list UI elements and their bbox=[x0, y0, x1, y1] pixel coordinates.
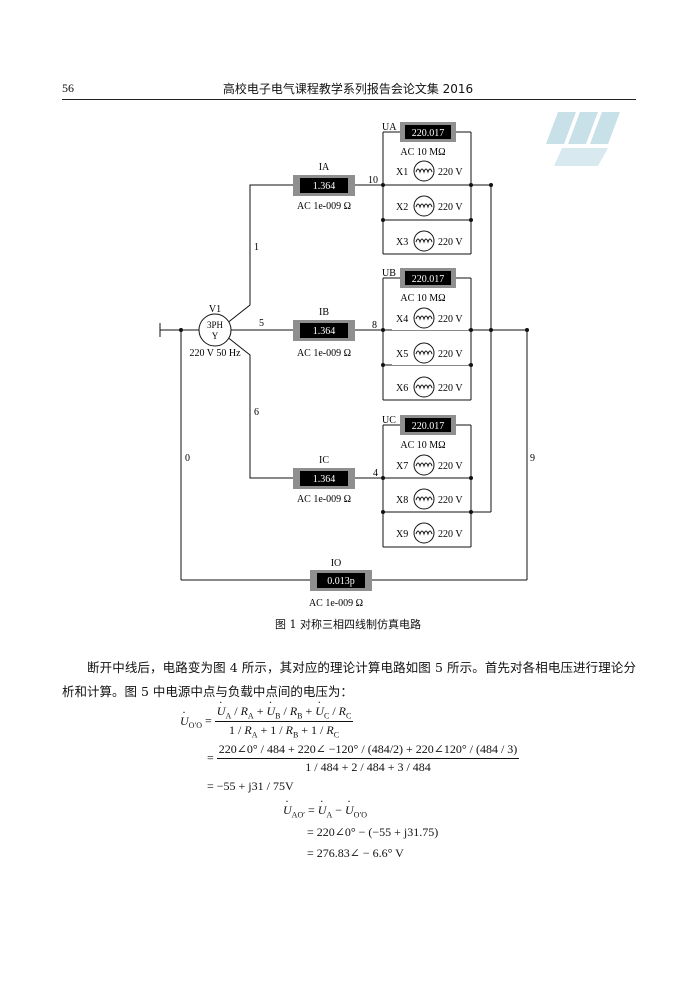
denominator: 1 / 484 + 2 / 484 + 3 / 484 bbox=[305, 760, 431, 774]
ammeter-reading: 0.013p bbox=[327, 576, 355, 587]
ammeter-spec: AC 1e-009 Ω bbox=[309, 598, 363, 609]
voltmeter-label: UA bbox=[382, 122, 397, 133]
ammeter-spec: AC 1e-009 Ω bbox=[297, 201, 351, 212]
lamp-rating: 220 V bbox=[438, 383, 463, 394]
lamp-filament-icon bbox=[415, 350, 433, 356]
numerator: 220∠0° / 484 + 220∠ −120° / (484/2) + 22… bbox=[216, 742, 520, 759]
lamp-name: X1 bbox=[396, 167, 408, 178]
ammeter-label: IO bbox=[331, 558, 342, 569]
ammeter-spec: AC 1e-009 Ω bbox=[297, 494, 351, 505]
page-number: 56 bbox=[62, 81, 74, 95]
lamp-x4: X4 220 V bbox=[392, 306, 468, 330]
source-symbol-3ph: 3PH bbox=[207, 320, 224, 330]
lamp-x1: X1 220 V bbox=[392, 159, 468, 183]
ammeter-reading: 1.364 bbox=[313, 326, 336, 337]
ammeter-ia: 1.364 IA AC 1e-009 Ω bbox=[293, 162, 355, 212]
source-rating: 220 V 50 Hz bbox=[189, 348, 241, 359]
lamp-name: X2 bbox=[396, 202, 408, 213]
lamp-name: X5 bbox=[396, 349, 408, 360]
lamp-x5: X5 220 V bbox=[392, 341, 468, 365]
equation-u-ao: UAO′ = UA − UO′O bbox=[283, 803, 367, 819]
lamp-rating: 220 V bbox=[438, 529, 463, 540]
node-label: 5 bbox=[259, 318, 264, 329]
equation-result-1: = −55 + j31 / 75V bbox=[207, 779, 294, 793]
ammeter-label: IC bbox=[319, 455, 329, 466]
voltmeter-label: UB bbox=[382, 268, 396, 279]
voltmeter-reading: 220.017 bbox=[412, 274, 445, 285]
lamp-filament-icon bbox=[415, 315, 433, 321]
ammeter-reading: 1.364 bbox=[313, 181, 336, 192]
equation-u-oo: UO′O = UA / RA + UB / RB + UC / RC1 / RA… bbox=[180, 704, 354, 740]
lamp-x3: X3 220 V bbox=[392, 229, 468, 253]
lamp-rating: 220 V bbox=[438, 495, 463, 506]
lamp-filament-icon bbox=[415, 168, 433, 174]
lamp-name: X3 bbox=[396, 237, 408, 248]
ammeter-ib: 1.364 IB AC 1e-009 Ω bbox=[293, 307, 355, 359]
source-name: V1 bbox=[209, 304, 221, 315]
ammeter-reading: 1.364 bbox=[313, 474, 336, 485]
lamp-rating: 220 V bbox=[438, 202, 463, 213]
node-label: 4 bbox=[373, 468, 378, 479]
voltmeter-label: UC bbox=[382, 415, 396, 426]
lamp-x2: X2 220 V bbox=[392, 194, 468, 218]
lamp-name: X8 bbox=[396, 495, 408, 506]
header-rule bbox=[62, 99, 636, 100]
lamp-x8: X8 220 V bbox=[392, 487, 468, 511]
body-paragraph: 断开中线后，电路变为图 4 所示，其对应的理论计算电路如图 5 所示。首先对各相… bbox=[62, 660, 636, 699]
ammeter-spec: AC 1e-009 Ω bbox=[297, 348, 351, 359]
lamp-rating: 220 V bbox=[438, 167, 463, 178]
subscript: AO′ bbox=[291, 810, 305, 820]
running-header-title: 高校电子电气课程教学系列报告会论文集 2016 bbox=[222, 82, 474, 96]
lamp-name: X4 bbox=[396, 314, 408, 325]
node-label: 6 bbox=[254, 407, 259, 418]
lamp-x7: X7 220 V bbox=[392, 453, 468, 477]
figure-caption: 图 1 对称三相四线制仿真电路 bbox=[275, 618, 421, 631]
equation-step: = 220∠0° − (−55 + j31.75) bbox=[307, 825, 439, 839]
ammeter-label: IB bbox=[319, 307, 329, 318]
forum-watermark-logo bbox=[546, 112, 620, 166]
voltmeter-spec: AC 10 MΩ bbox=[400, 147, 445, 158]
voltmeter-ub: 220.017 UB AC 10 MΩ bbox=[382, 268, 456, 304]
voltmeter-spec: AC 10 MΩ bbox=[400, 440, 445, 451]
equation-numeric-substitution: = 220∠0° / 484 + 220∠ −120° / (484/2) + … bbox=[207, 742, 520, 774]
node-label: 0 bbox=[185, 453, 190, 464]
lamp-x6: X6 220 V bbox=[392, 375, 468, 399]
lamp-filament-icon bbox=[415, 530, 433, 536]
lamp-filament-icon bbox=[415, 203, 433, 209]
lamp-filament-icon bbox=[415, 384, 433, 390]
lamp-filament-icon bbox=[415, 462, 433, 468]
lamp-rating: 220 V bbox=[438, 349, 463, 360]
voltmeter-ua: 220.017 UA AC 10 MΩ bbox=[382, 122, 456, 158]
ammeter-io: 0.013p IO AC 1e-009 Ω bbox=[309, 558, 372, 609]
node-label: 10 bbox=[368, 175, 378, 186]
subscript: O′O bbox=[188, 721, 202, 731]
lamp-filament-icon bbox=[415, 496, 433, 502]
lamp-x9: X9 220 V bbox=[392, 521, 468, 545]
voltmeter-reading: 220.017 bbox=[412, 421, 445, 432]
node-label: 8 bbox=[372, 320, 377, 331]
lamp-name: X9 bbox=[396, 529, 408, 540]
lamp-name: X6 bbox=[396, 383, 408, 394]
three-phase-source-symbol bbox=[198, 313, 232, 347]
ammeter-label: IA bbox=[319, 162, 330, 173]
node-label: 1 bbox=[254, 242, 259, 253]
source-symbol-y: Y bbox=[212, 331, 219, 341]
node-label: 9 bbox=[530, 453, 535, 464]
voltmeter-spec: AC 10 MΩ bbox=[400, 293, 445, 304]
circuit-diagram: 3PH Y V1 220 V 50 Hz 1 5 6 0 10 8 4 9 1.… bbox=[159, 122, 535, 609]
lamp-name: X7 bbox=[396, 461, 408, 472]
voltmeter-uc: 220.017 UC AC 10 MΩ bbox=[382, 415, 456, 451]
voltmeter-reading: 220.017 bbox=[412, 128, 445, 139]
equation-result-2: = 276.83∠ − 6.6° V bbox=[307, 846, 404, 860]
lamp-filament-icon bbox=[415, 238, 433, 244]
lamp-rating: 220 V bbox=[438, 237, 463, 248]
lamp-rating: 220 V bbox=[438, 461, 463, 472]
ammeter-ic: 1.364 IC AC 1e-009 Ω bbox=[293, 455, 355, 505]
lamp-rating: 220 V bbox=[438, 314, 463, 325]
